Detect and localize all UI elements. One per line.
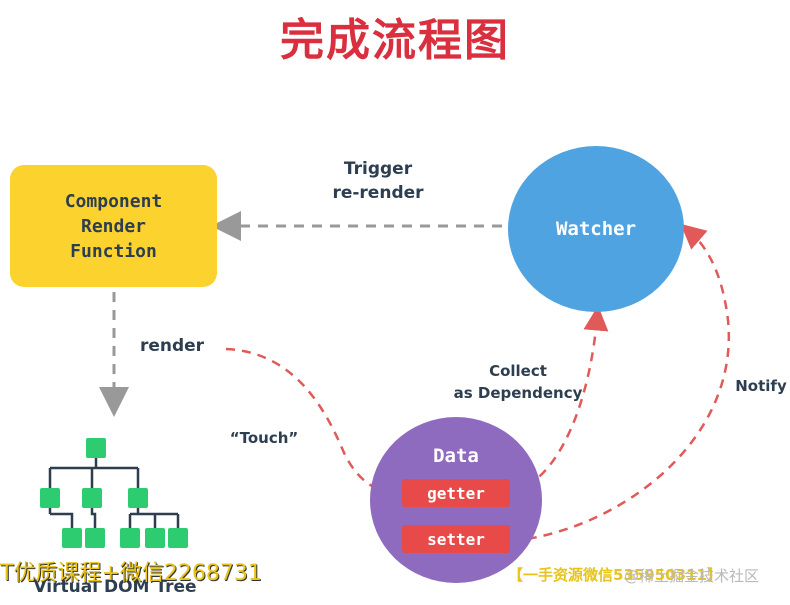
component-render-function-node: Component Render Function <box>10 165 217 287</box>
trigger-label-line2: re-render <box>332 183 424 203</box>
render-box-line2: Render <box>80 215 147 237</box>
virtual-dom-tree-icon <box>40 438 188 548</box>
data-label: Data <box>433 445 479 467</box>
watcher-label: Watcher <box>555 218 637 240</box>
touch-label: “Touch” <box>229 429 299 447</box>
render-box-line3: Function <box>70 240 157 262</box>
render-label: render <box>139 336 205 356</box>
collect-dependency-label: Collect as Dependency <box>448 360 588 404</box>
watermark-right: 【一手资源微信535950311】 <box>508 566 722 584</box>
virtual-dom-tree-label: Virtual DOM Tree <box>33 577 197 597</box>
setter-pill: setter <box>402 525 510 553</box>
trigger-label-line1: Trigger <box>343 159 413 179</box>
getter-pill: getter <box>402 479 510 507</box>
page-title: 完成流程图 <box>280 15 510 66</box>
touch-arrow <box>225 347 408 505</box>
collect-label-line2: as Dependency <box>453 384 583 402</box>
watcher-node: Watcher <box>508 146 684 312</box>
trigger-label: Trigger re-render <box>318 157 438 205</box>
watermark-right-site: @稀土掘金技术社区 <box>624 567 760 585</box>
watermark-left: T优质课程+微信2268731 <box>0 561 262 586</box>
data-node: Data getter setter <box>370 417 542 583</box>
notify-arrow <box>511 223 731 543</box>
notify-label: Notify <box>735 377 787 395</box>
render-box-line1: Component <box>64 190 163 212</box>
collect-label-line1: Collect <box>489 362 547 380</box>
